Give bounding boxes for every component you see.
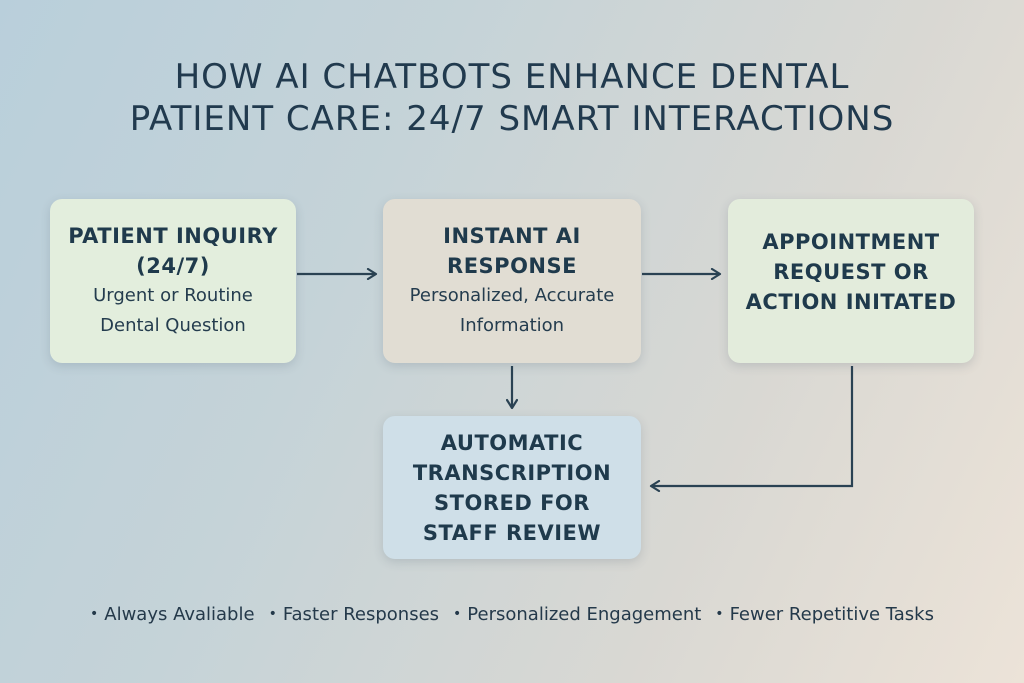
transcription-heading-3: STORED FOR [434,490,590,515]
bullet-icon: • [715,606,724,622]
response-heading-2: RESPONSE [447,254,577,278]
inquiry-detail-2: Dental Question [100,315,246,336]
appointment-heading-1: APPOINTMENT [762,230,940,254]
transcription-heading-4: STAFF REVIEW [422,520,602,545]
instant-ai-response-box: INSTANT AI RESPONSE Personalized, Accura… [383,199,641,363]
bullet-icon: • [453,606,462,622]
appointment-heading-3: ACTION INITATED [745,290,957,314]
title-line-1: HOW AI CHATBOTS ENHANCE DENTAL [174,57,850,97]
response-heading-1: INSTANT AI [443,224,581,248]
benefit-item: • Fewer Repetitive Tasks [715,604,934,625]
inquiry-heading-1: PATIENT INQUIRY [68,224,278,248]
inquiry-detail-1: Urgent or Routine [93,285,253,306]
benefit-item: • Personalized Engagement [453,604,701,625]
bullet-icon: • [90,606,99,622]
benefit-item: • Always Avaliable [90,604,255,625]
benefit-label: Always Avaliable [104,604,255,625]
title-line-2: PATIENT CARE: 24/7 SMART INTERACTIONS [129,99,895,139]
inquiry-heading-2: (24/7) [136,254,210,278]
diagram-title: HOW AI CHATBOTS ENHANCE DENTAL PATIENT C… [0,56,1024,140]
benefit-item: • Faster Responses [269,604,439,625]
transcription-heading-2: TRANSCRIPTION [412,460,612,485]
benefit-label: Personalized Engagement [467,604,702,625]
response-detail-1: Personalized, Accurate [409,285,615,306]
benefit-label: Faster Responses [282,604,440,625]
benefit-label: Fewer Repetitive Tasks [729,604,934,625]
response-detail-2: Information [459,315,565,336]
appointment-request-box: APPOINTMENT REQUEST OR ACTION INITATED [728,199,974,363]
transcription-heading-1: AUTOMATIC [440,430,584,455]
bullet-icon: • [268,606,277,622]
benefits-list: • Always Avaliable • Faster Responses • Per… [0,604,1024,625]
appointment-heading-2: REQUEST OR [773,260,929,284]
patient-inquiry-box: PATIENT INQUIRY (24/7) Urgent or Routine… [50,199,296,363]
automatic-transcription-box: AUTOMATIC TRANSCRIPTION STORED FOR STAFF… [383,416,641,559]
arrow-appointment-to-transcription [651,366,854,486]
